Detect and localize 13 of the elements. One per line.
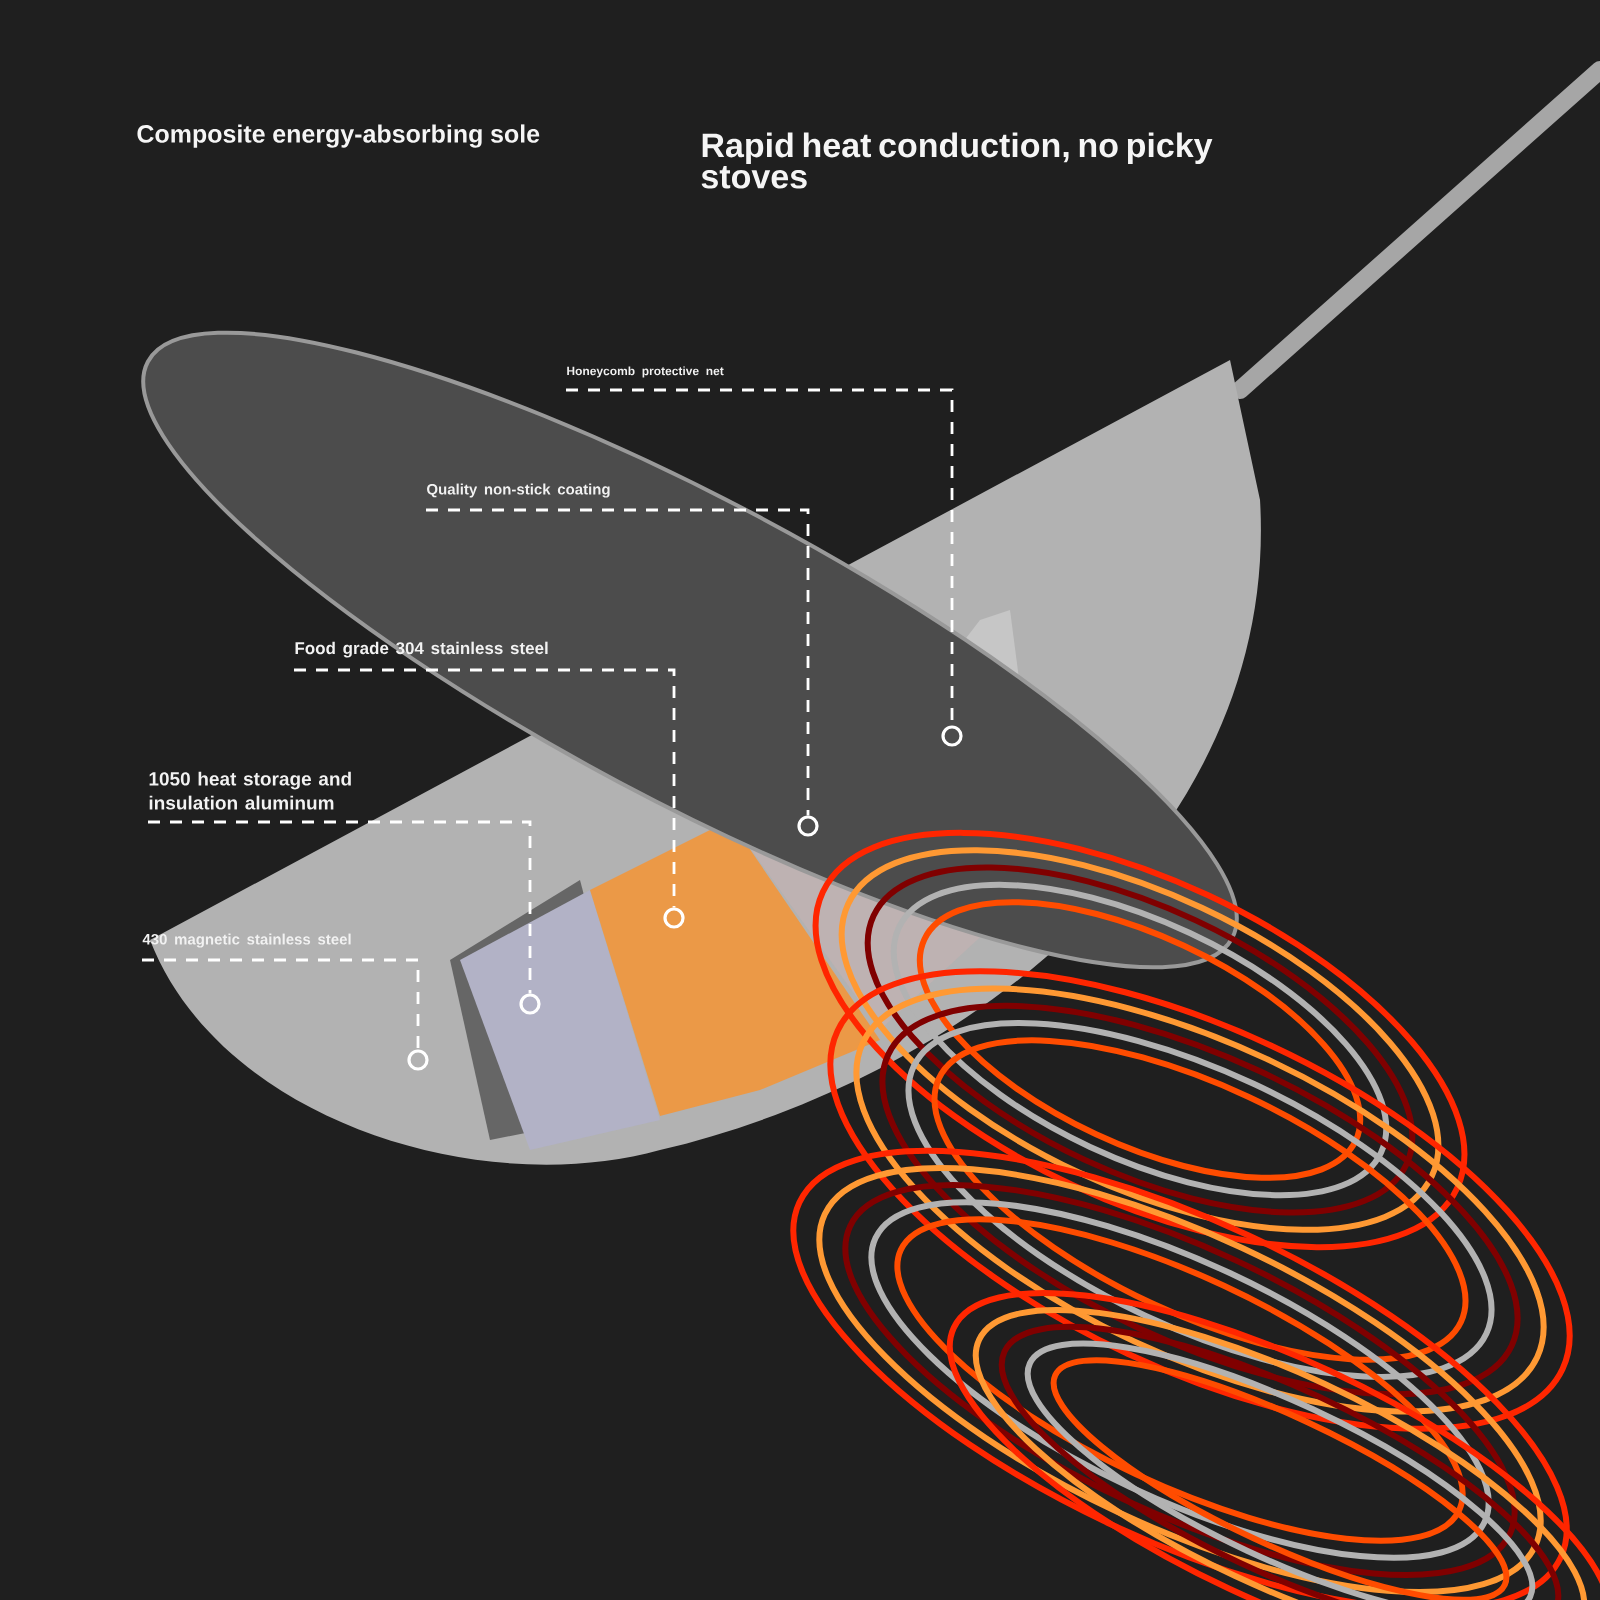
marker-ring xyxy=(407,1049,429,1071)
marker-ring xyxy=(663,907,685,929)
marker-ring xyxy=(941,725,963,747)
leader-line xyxy=(426,508,810,816)
marker-ring xyxy=(519,993,541,1015)
layer-label: Food grade 304 stainless steel xyxy=(295,641,548,658)
marker-ring xyxy=(797,815,819,837)
layer-label: 1050 heat storage and insulation aluminum xyxy=(149,771,351,810)
heading: Rapid heat conduction, no picky stoves xyxy=(701,132,1213,189)
leader-line xyxy=(294,668,676,908)
leader-line xyxy=(148,820,532,994)
leader-line xyxy=(566,388,954,726)
heading: Composite energy-absorbing sole xyxy=(137,124,540,148)
